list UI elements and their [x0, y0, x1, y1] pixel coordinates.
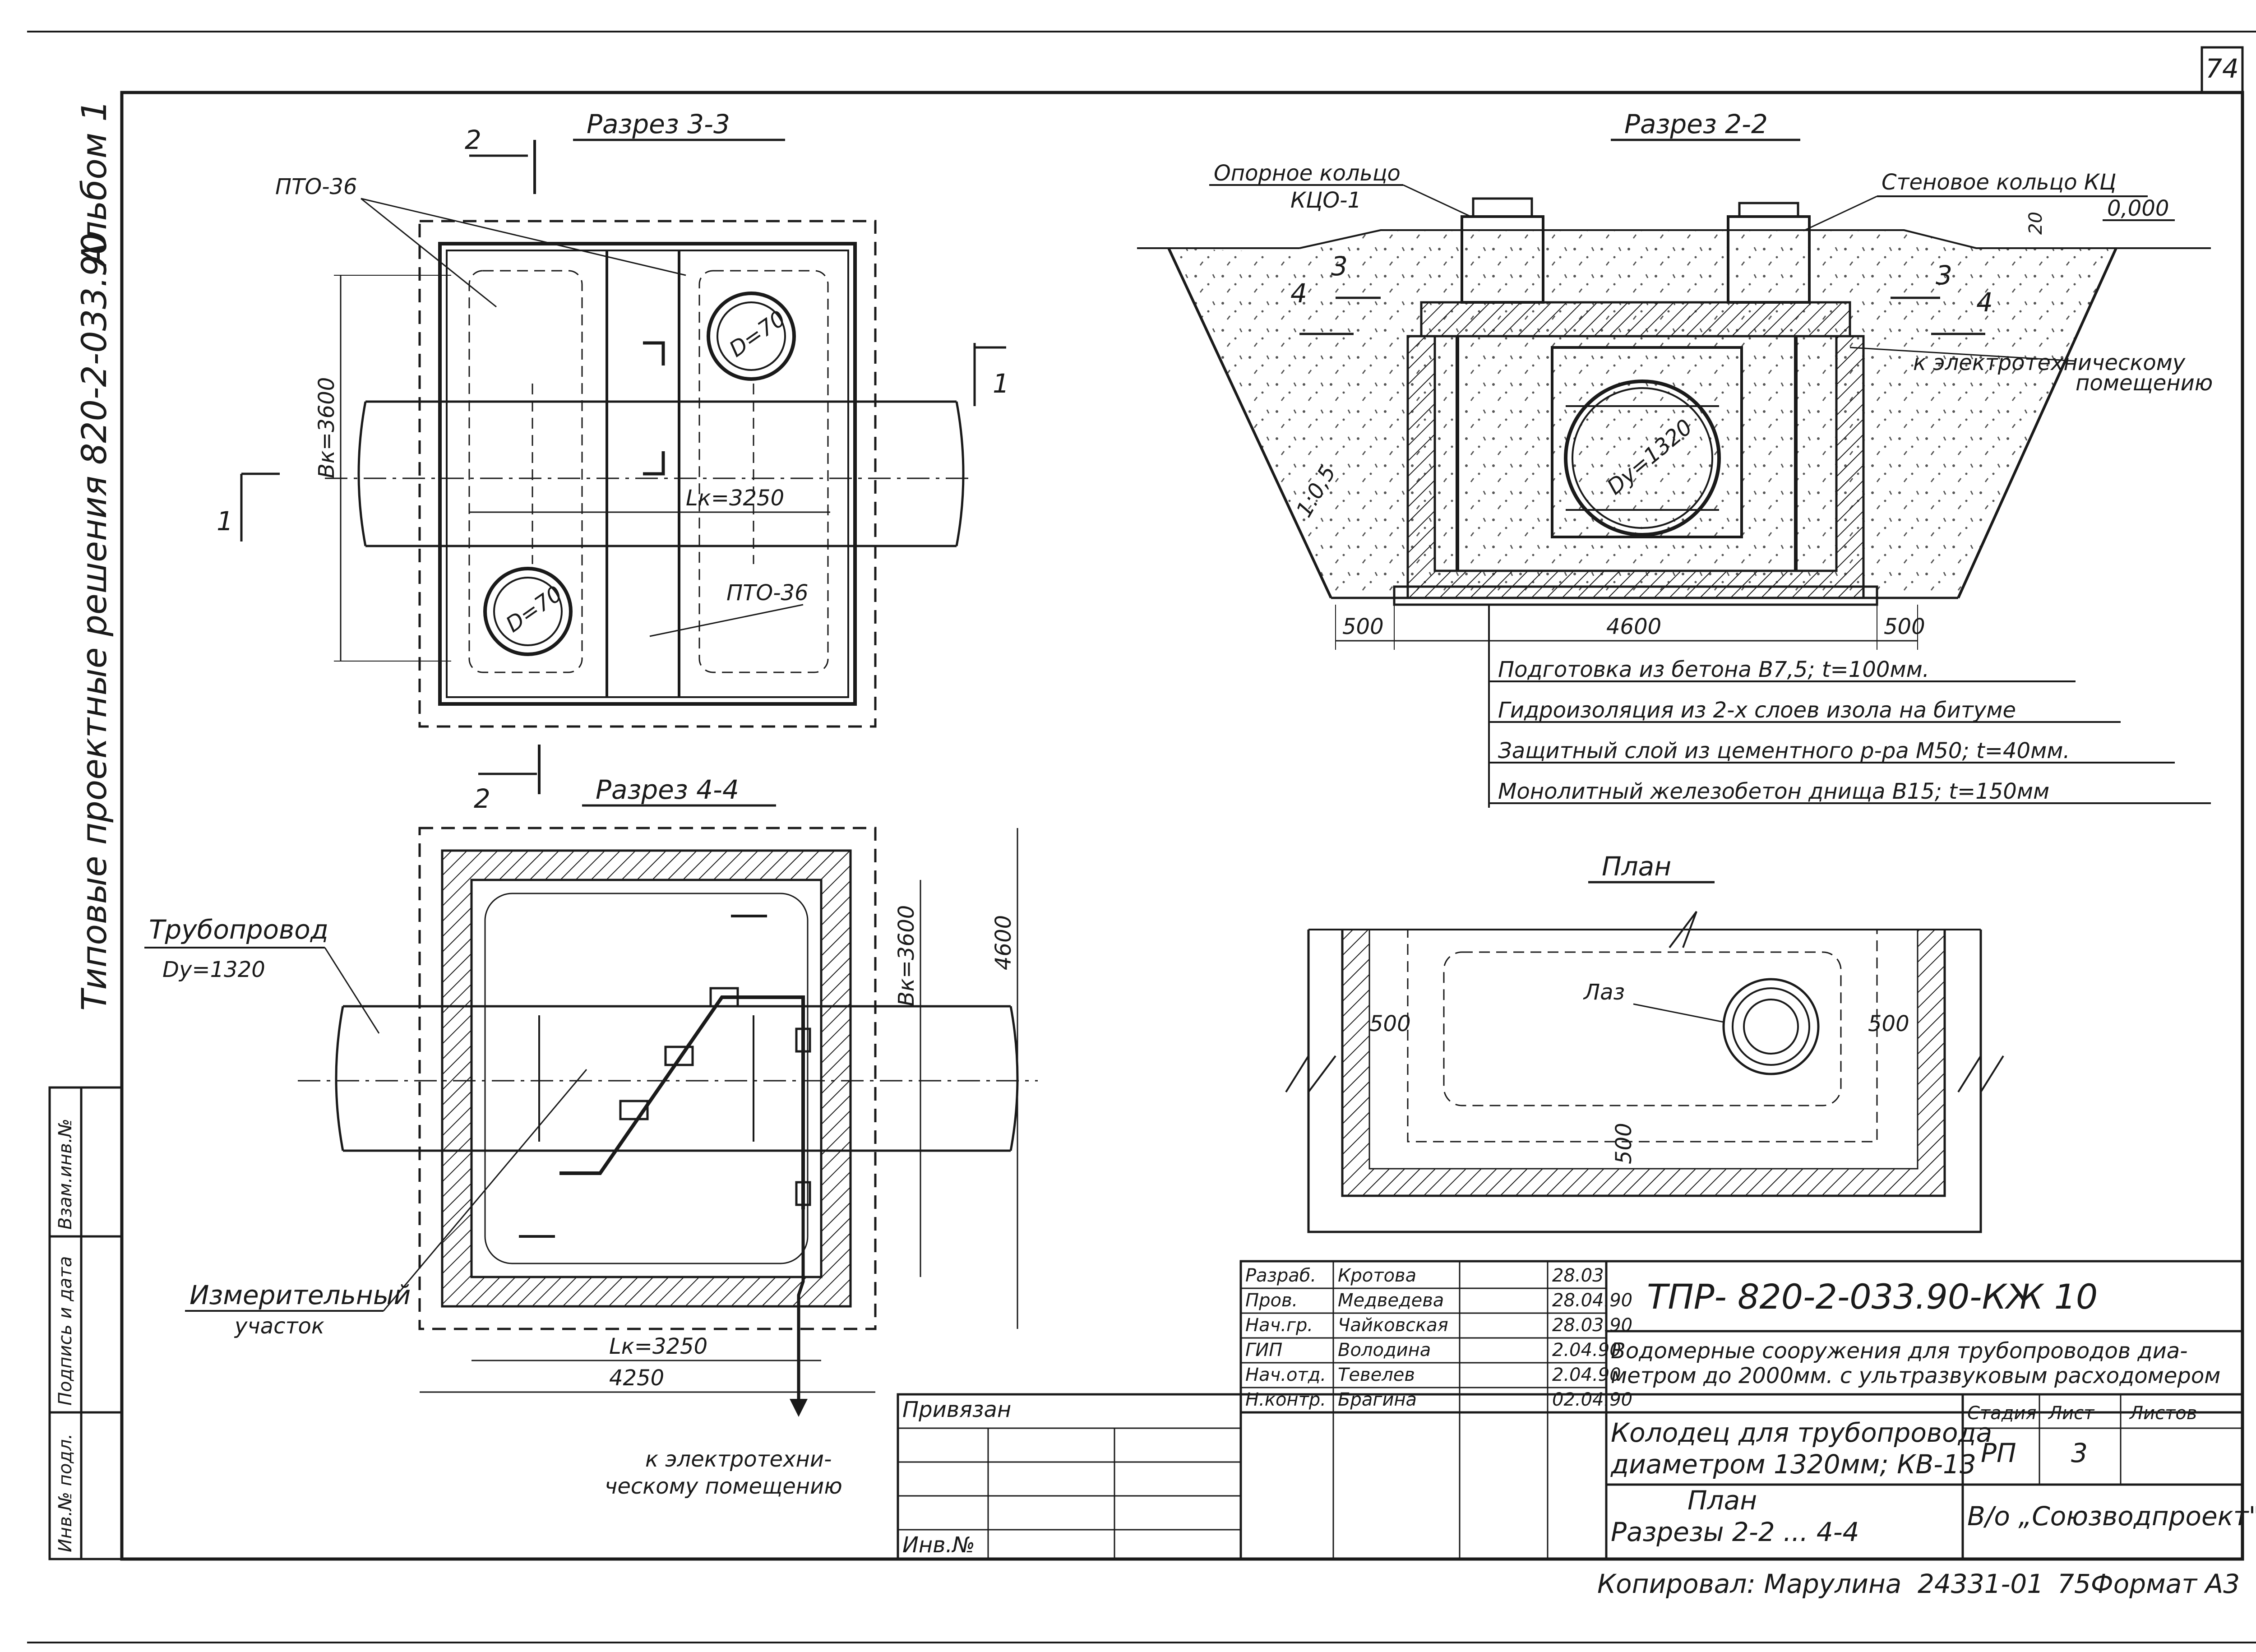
role-1: Пров. [1245, 1290, 1298, 1311]
level-mark: 0,000 [2107, 196, 2169, 221]
side-margin: Альбом 1 Типовые проектные решения 820-2… [48, 100, 123, 1560]
layer-3: Защитный слой из цементного р-ра М50; t=… [1498, 738, 2070, 764]
role-0: Разраб. [1245, 1265, 1316, 1286]
name-5: Брагина [1338, 1389, 1417, 1410]
section-3-3: Разрез 3-3 D=70 D=70 ПТО-36 ПТО-36 [217, 109, 1009, 728]
cut-3-left: 3 [1331, 251, 1348, 282]
project-line-1: Водомерные сооружения для трубопроводов … [1611, 1338, 2188, 1364]
name-4: Тевелев [1338, 1365, 1415, 1385]
name-3: Володина [1338, 1340, 1431, 1360]
section-4-4-title: Разрез 4-4 [596, 774, 739, 805]
album-label: Альбом 1 [74, 100, 114, 268]
organization: В/о „Союзводпроект" [1967, 1501, 2256, 1532]
dim-500-right: 500 [1884, 614, 1925, 639]
archive-number: 24331-01 [1918, 1569, 2043, 1599]
format-label: 75Формат А3 [2057, 1569, 2240, 1599]
privyazan-label: Привязан [902, 1397, 1011, 1422]
cut-1-right: 1 [993, 368, 1009, 399]
plan-title: План [1602, 851, 1671, 882]
to-elec-4-4-2: ческому помещению [605, 1474, 842, 1499]
slab-top-label: ПТО-36 [275, 174, 357, 199]
lk-dim-3-3: Lк=3250 [686, 486, 784, 511]
support-ring-code: КЦО-1 [1290, 188, 1361, 213]
role-2: Нач.гр. [1245, 1315, 1313, 1336]
inv-podl-label: Инв.№ подл. [55, 1434, 76, 1552]
date-2: 28.03.90 [1552, 1315, 1632, 1336]
cut-1-left: 1 [217, 506, 233, 537]
measuring-label-2: участок [234, 1314, 324, 1339]
copied-by: Копировал: Марулина [1597, 1569, 1901, 1599]
page-number: 74 [2205, 53, 2239, 84]
layer-2: Гидроизоляция из 2-х слоев изола на биту… [1498, 698, 2016, 723]
to-elec-4-4-1: к электротехни- [645, 1447, 832, 1472]
series-label: Типовые проектные решения 820-2-033.90 [74, 233, 114, 1011]
stage-header: Стадия [1967, 1403, 2036, 1424]
bk-dim-3-3: Вк=3600 [314, 377, 339, 478]
pipeline-dy-label: Dу=1320 [162, 957, 265, 982]
width-dim-4-4: 4250 [609, 1365, 664, 1391]
name-0: Кротова [1338, 1265, 1416, 1286]
footer: Копировал: Марулина 24331-01 75Формат А3 [1597, 1569, 2240, 1599]
dim-4600: 4600 [1606, 614, 1661, 639]
sheet-title-1: Колодец для трубопровода [1611, 1417, 1992, 1448]
dim-20: 20 [2025, 212, 2046, 235]
section-4-4: Разрез 4-4 2 Трубопровод Dу=1320 Измерит… [144, 745, 1038, 1499]
project-line-2: метром до 2000мм. с ультразвуковым расхо… [1611, 1363, 2220, 1388]
sheet-title-2: диаметром 1320мм; КВ-13 [1610, 1449, 1976, 1480]
cut-4-left: 4 [1290, 278, 1307, 309]
role-5: Н.контр. [1245, 1389, 1326, 1410]
section-2-2: Разрез 2-2 Dу=1320 Опорное кольцо КЦО-1 [1137, 109, 2213, 808]
section-3-3-title: Разрез 3-3 [587, 109, 730, 139]
slab-bottom-label: ПТО-36 [726, 580, 809, 606]
vzam-label: Взам.инв.№ [55, 1119, 76, 1230]
plan-dim-right: 500 [1868, 1011, 1909, 1037]
plan-dim-left: 500 [1369, 1011, 1411, 1037]
doc-code: ТПР- 820-2-033.90-КЖ 10 [1647, 1277, 2098, 1317]
cut-3-right: 3 [1936, 260, 1952, 291]
name-1: Медведева [1338, 1290, 1444, 1311]
cut-2-bottom: 2 [474, 783, 490, 814]
role-4: Нач.отд. [1245, 1365, 1326, 1385]
date-3: 2.04.90 [1552, 1340, 1621, 1360]
dim-500-left: 500 [1342, 614, 1384, 639]
date-4: 2.04.90 [1552, 1365, 1621, 1385]
plan-view: План Лаз 500 500 500 [1285, 851, 2004, 1233]
podpis-label: Подпись и дата [55, 1256, 76, 1406]
date-1: 28.04.90 [1552, 1290, 1632, 1311]
sheet-number: 3 [2071, 1438, 2088, 1468]
cut-4-right: 4 [1976, 287, 1993, 318]
inv-no-label: Инв.№ [902, 1532, 975, 1558]
sheets-header: Листов [2129, 1403, 2197, 1424]
stage-value: РП [1981, 1438, 2016, 1468]
date-0: 28.03 [1552, 1265, 1604, 1286]
sheet-header: Лист [2048, 1403, 2095, 1424]
title-block: Привязан Инв.№ Разраб. Кротова 28.03 Про… [897, 1260, 2256, 1560]
measuring-label-1: Измерительный [190, 1280, 411, 1310]
sheet-name-2: Разрезы 2-2 ... 4-4 [1611, 1517, 1859, 1547]
plan-dim-bottom: 500 [1611, 1123, 1637, 1164]
name-2: Чайковская [1338, 1315, 1448, 1336]
wall-ring-label: Стеновое кольцо КЦ [1882, 170, 2116, 195]
height-dim-4-4: 4600 [991, 915, 1016, 970]
section-2-2-title: Разрез 2-2 [1624, 109, 1768, 139]
date-5: 02.04.90 [1552, 1389, 1632, 1410]
pipeline-label: Трубопровод [149, 914, 328, 945]
bk-dim-4-4: Вк=3600 [894, 905, 919, 1006]
lk-dim-4-4: Lк=3250 [609, 1334, 707, 1359]
to-elec-2-2-2: помещению [2076, 370, 2213, 396]
support-ring-label: Опорное кольцо [1214, 161, 1401, 186]
layer-1: Подготовка из бетона В7,5; t=100мм. [1498, 657, 1929, 682]
hatch-lid-label: Лаз [1583, 980, 1625, 1005]
role-3: ГИП [1245, 1340, 1282, 1360]
layer-4: Монолитный железобетон днища В15; t=150м… [1498, 779, 2049, 804]
cut-2-top: 2 [465, 125, 481, 155]
sheet-name-1: План [1687, 1485, 1757, 1516]
